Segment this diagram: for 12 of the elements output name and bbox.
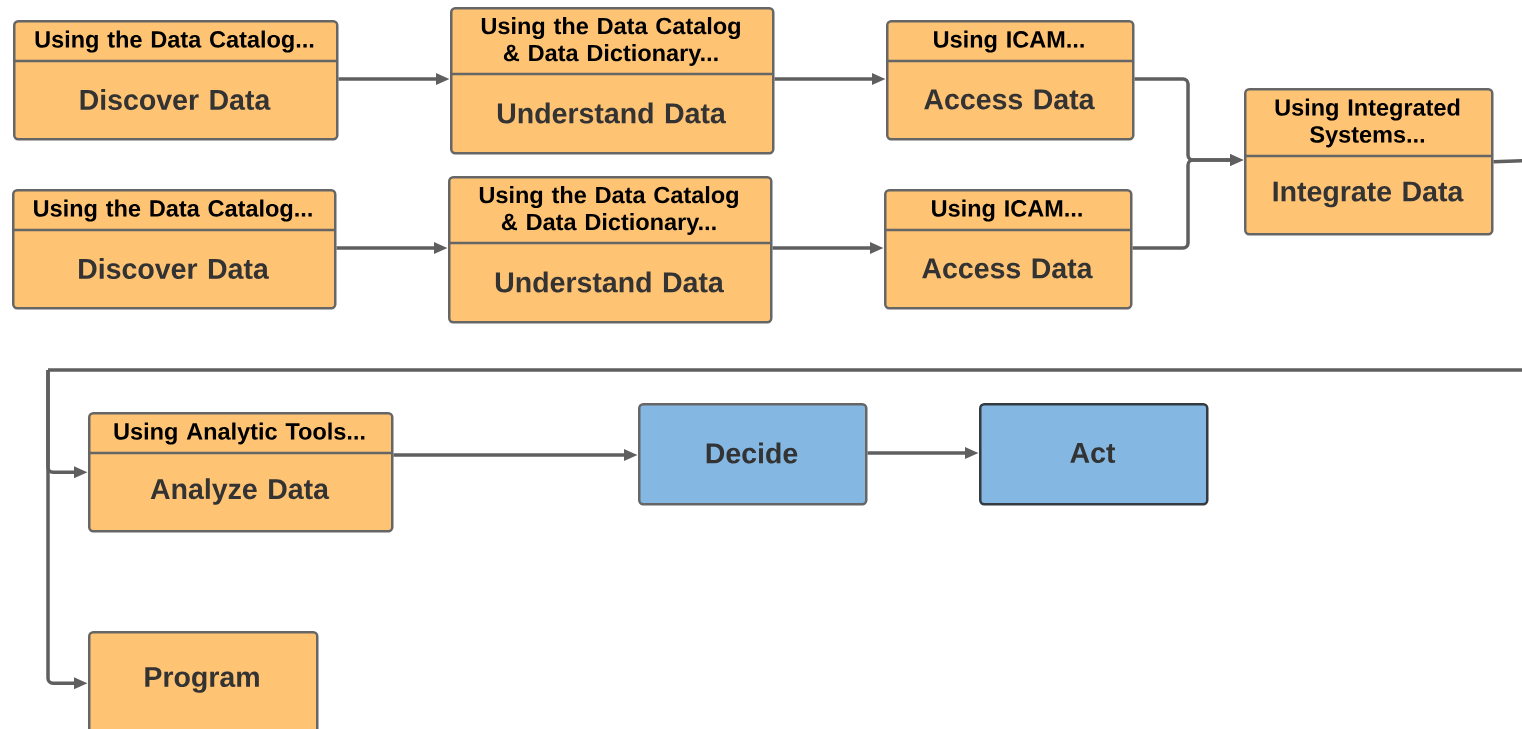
- process-box: Using the Data Catalog & Data Dictionary... Understand Data: [450, 7, 775, 155]
- process-box: Using the Data Catalog... Discover Data: [12, 189, 337, 310]
- process-box: Using the Data Catalog... Discover Data: [13, 20, 339, 141]
- process-box: Using the Data Catalog & Data Dictionary... Understand Data: [448, 176, 773, 324]
- process-box: Act: [979, 403, 1209, 506]
- process-box: Decide: [638, 403, 868, 506]
- process-box: Program: [88, 631, 319, 729]
- process-box: Using Integrated Systems... Integrate Data: [1244, 88, 1494, 236]
- connector-line: [48, 158, 1522, 372]
- process-box: Using ICAM... Access Data: [886, 20, 1135, 141]
- process-box: Using Analytic Tools... Analyze Data: [88, 412, 394, 533]
- process-box: Using ICAM... Access Data: [884, 189, 1133, 310]
